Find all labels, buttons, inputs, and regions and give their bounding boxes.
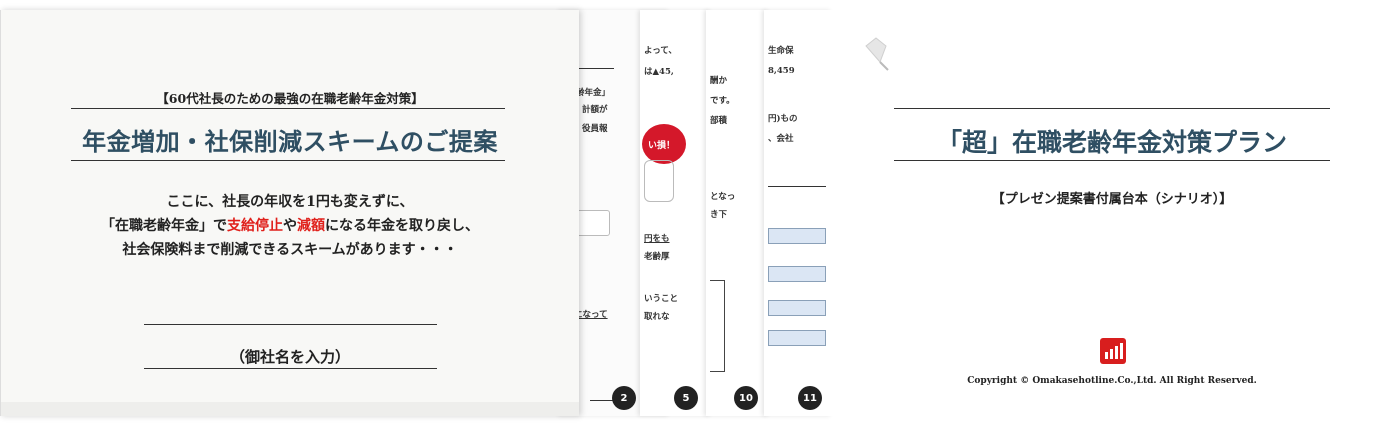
red-burst-badge <box>642 124 686 164</box>
slide-text-fragment: 取れな <box>644 312 670 322</box>
slide-subtitle: 【60代社長のための最強の在職老齢年金対策】 <box>156 91 424 106</box>
divider <box>144 324 437 325</box>
slide-cover-main[interactable]: 【60代社長のための最強の在職老齢年金対策】 年金増加・社保削減スキームのご提案… <box>0 10 579 416</box>
slide-text-fragment: 酬か <box>710 76 728 86</box>
slide-text-fragment: いうこと <box>644 294 679 304</box>
copyright-text: Copyright © Omakasehotline.Co.,Ltd. All … <box>967 376 1257 386</box>
slide-thumbnail-11[interactable]: 生命保 8,459 円)もの 、会社 11 <box>764 10 832 416</box>
slide-bracket <box>710 280 725 372</box>
body-line-2: 「在職老齢年金」で支給停止や減額になる年金を取り戻し、 <box>1 214 579 238</box>
table-cell <box>768 228 826 244</box>
pushpin-icon <box>865 37 889 71</box>
table-cell <box>768 300 826 316</box>
slide-thumbnail-5[interactable]: よって、 は▲45, い損！ 円をも 老齢厚 いうこと 取れな 5 <box>640 10 712 416</box>
slide-text-fragment: になって <box>574 310 608 320</box>
slide-text-fragment: 役員報 <box>582 124 608 134</box>
slide-text-fragment: 8,459 <box>768 66 795 76</box>
slide-subtitle: 【プレゼン提案書付属台本（シナリオ）】 <box>991 192 1233 207</box>
slide-text-fragment: い損！ <box>648 141 676 151</box>
slide-text-fragment: は▲45, <box>644 67 674 77</box>
table-cell <box>768 266 826 282</box>
table-cell <box>768 330 826 346</box>
slide-number-badge: 10 <box>734 386 758 410</box>
divider <box>768 186 826 187</box>
divider-bottom <box>894 160 1330 161</box>
slide-text-fragment: 計額が <box>582 105 608 115</box>
slide-text-fragment: 、会社 <box>768 134 794 144</box>
divider-top <box>894 108 1330 109</box>
divider-bottom <box>71 160 505 161</box>
body-line-3: 社会保険料まで削減できるスキームがあります・・・ <box>122 242 458 258</box>
slide-text-fragment: となっ <box>710 192 736 202</box>
bar-chart-logo-icon <box>1100 338 1126 364</box>
body-text: や <box>283 218 297 234</box>
company-name-placeholder[interactable]: （御社名を入力） <box>229 348 350 366</box>
divider <box>590 400 616 401</box>
slide-cover-script[interactable]: 「超」在職老齢年金対策プラン 【プレゼン提案書付属台本（シナリオ）】 Copyr… <box>830 10 1400 416</box>
slide-text-fragment: よって、 <box>644 46 677 56</box>
slide-title: 年金増加・社保削減スキームのご提案 <box>82 127 498 156</box>
slide-number-badge: 5 <box>674 386 698 410</box>
slide-box <box>574 210 610 236</box>
slide-text-fragment: です。 <box>710 96 735 106</box>
slide-text-fragment: き下 <box>710 210 728 220</box>
slide-thumbnail-10[interactable]: 酬か です。 部積 となっ き下 10 <box>706 10 770 416</box>
slide-footer-band <box>1 402 579 416</box>
slide-number-badge: 11 <box>798 386 822 410</box>
slide-text-fragment: 齢年金」 <box>576 88 611 98</box>
divider <box>144 368 437 369</box>
body-text: 「在職老齢年金」で <box>101 218 227 234</box>
slide-number-badge: 2 <box>612 386 636 410</box>
body-line-1: ここに、社長の年収を1円も変えずに、 <box>166 194 414 210</box>
slide-text-fragment: 生命保 <box>768 46 794 56</box>
highlight-text: 減額 <box>297 218 325 234</box>
slide-text-fragment: 円)もの <box>768 114 798 124</box>
slide-text-fragment: 部積 <box>710 116 728 126</box>
divider-top <box>71 108 505 109</box>
divider <box>574 68 614 69</box>
slide-body: ここに、社長の年収を1円も変えずに、 「在職老齢年金」で支給停止や減額になる年金… <box>1 190 579 262</box>
slide-text-fragment: 老齢厚 <box>644 252 670 262</box>
body-text: になる年金を取り戻し、 <box>325 218 479 234</box>
slide-text-fragment: 円をも <box>644 234 670 244</box>
slide-title: 「超」在職老齢年金対策プラン <box>936 128 1287 157</box>
highlight-text: 支給停止 <box>227 218 283 234</box>
slide-box <box>644 160 674 202</box>
